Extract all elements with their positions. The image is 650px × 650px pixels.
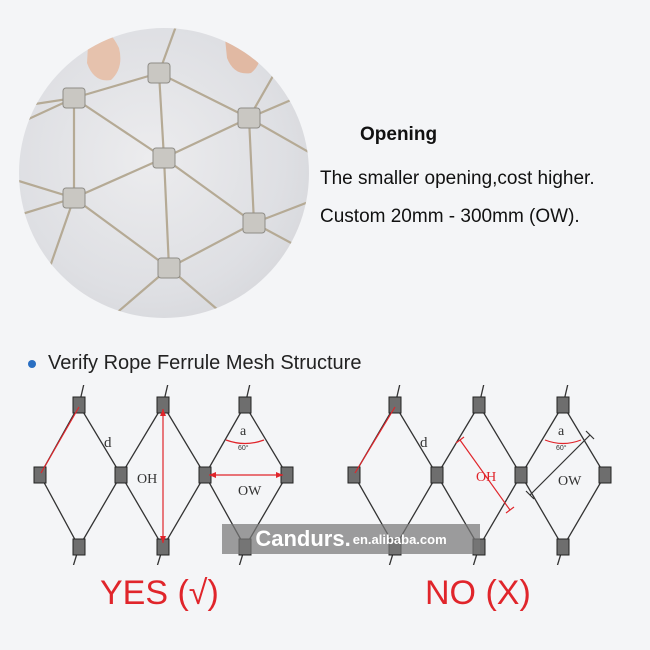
opening-size-range: Custom 20mm - 300mm (OW). <box>320 206 580 227</box>
verify-heading-text: Verify Rope Ferrule Mesh Structure <box>48 352 362 374</box>
finger-shape <box>224 28 261 74</box>
correct-mesh-diagram: d OH OW a 60° <box>33 385 294 565</box>
label-d: d <box>104 435 112 451</box>
label-oh: OH <box>476 470 496 485</box>
label-a: a <box>558 424 565 439</box>
bullet-dot-icon <box>28 359 36 368</box>
label-d: d <box>420 435 428 451</box>
opening-description-line: The smaller opening,cost higher. <box>320 168 595 189</box>
watermark: Candurs. en.alibaba.com <box>222 524 480 554</box>
label-ow: OW <box>238 484 262 499</box>
mesh-photo <box>19 28 309 318</box>
verdict-no: NO (X) <box>425 574 531 612</box>
label-a: a <box>240 424 247 439</box>
finger-shape <box>87 28 121 81</box>
watermark-domain: en.alibaba.com <box>352 531 447 547</box>
mesh-structure-diagrams: d OH OW a 60° <box>33 385 612 565</box>
label-ow: OW <box>558 474 582 489</box>
incorrect-mesh-diagram: d OH OW a 60° <box>347 385 612 565</box>
label-angle: 60° <box>556 444 567 452</box>
label-oh: OH <box>137 472 157 487</box>
verify-heading: Verify Rope Ferrule Mesh Structure <box>28 352 361 375</box>
label-angle: 60° <box>238 444 249 452</box>
opening-title: Opening <box>360 124 438 145</box>
mesh-photo-illustration <box>19 28 309 318</box>
verdict-yes: YES (√) <box>100 574 219 612</box>
watermark-brand: Candurs. <box>255 526 351 551</box>
